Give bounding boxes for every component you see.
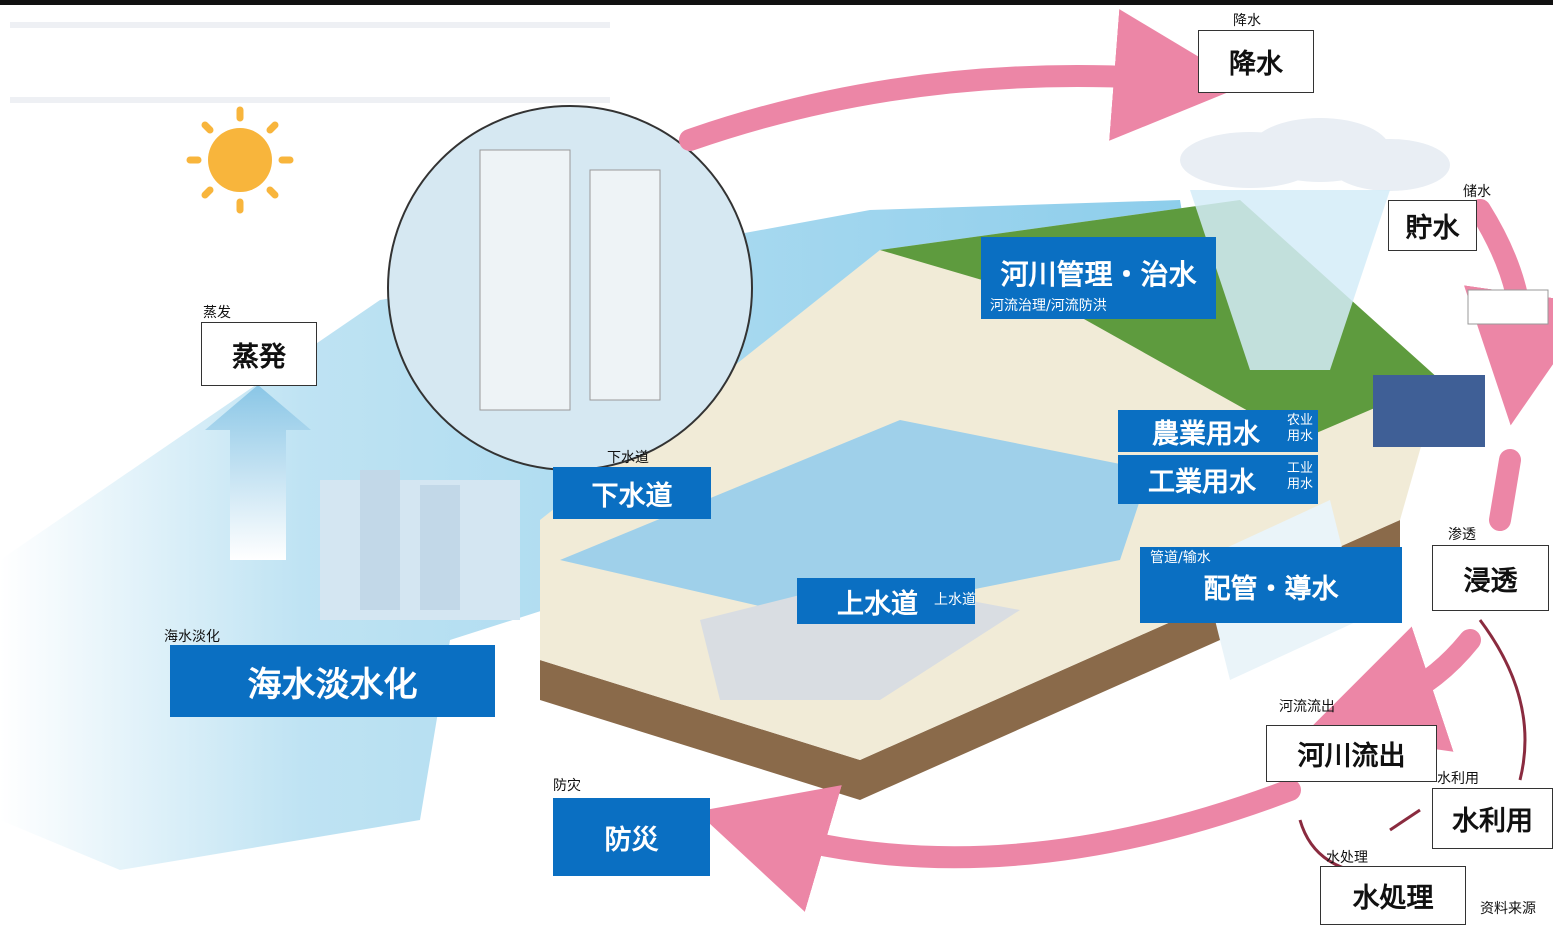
storage-caption: 储水 <box>1463 184 1491 200</box>
river-management-caption: 河流治理/河流防洪 <box>990 298 1107 314</box>
evaporation-arrow <box>205 385 311 560</box>
precipitation-caption: 降水 <box>1233 13 1261 29</box>
disaster-prevention-caption: 防灾 <box>553 778 581 794</box>
agricultural-water-caption-line2: 用水 <box>1286 429 1313 444</box>
industrial-water-caption: 工业 用水 <box>1282 461 1318 493</box>
precipitation-label: 降水 <box>1198 30 1314 93</box>
piping-label: 配管・導水 <box>1140 547 1402 623</box>
evaporation-label: 蒸発 <box>201 322 317 386</box>
desalination-label: 海水淡水化 <box>170 645 495 717</box>
water-use-caption: 水利用 <box>1437 771 1479 787</box>
agricultural-water-caption-line1: 农业 <box>1286 413 1313 428</box>
water-treatment-caption: 水处理 <box>1326 850 1368 866</box>
water-use-label: 水利用 <box>1432 788 1553 849</box>
source-note: 资料来源 <box>1480 901 1536 917</box>
cloud-icon <box>1180 118 1450 191</box>
disaster-prevention-label: 防災 <box>553 798 710 876</box>
piping-caption: 管道/输水 <box>1150 550 1211 566</box>
river-runoff-caption: 河流流出 <box>1279 699 1335 715</box>
top-border <box>0 0 1553 5</box>
evaporation-caption: 蒸发 <box>203 305 231 321</box>
desalination-caption: 海水淡化 <box>164 629 220 645</box>
storage-sign <box>1467 289 1549 325</box>
cycle-arrows <box>679 9 1553 912</box>
sewerage-caption: 下水道 <box>607 450 649 466</box>
infiltration-label: 浸透 <box>1432 545 1549 611</box>
agricultural-water-label: 農業用水 <box>1118 410 1318 452</box>
water-supply-caption: 上水道 <box>934 592 976 608</box>
sewerage-label: 下水道 <box>553 467 711 519</box>
storage-label: 貯水 <box>1388 200 1477 251</box>
industrial-water-label: 工業用水 <box>1118 455 1318 504</box>
right-panel <box>1373 375 1485 447</box>
river-runoff-label: 河川流出 <box>1266 725 1437 782</box>
water-treatment-label: 水処理 <box>1320 866 1466 925</box>
sun-icon <box>186 106 294 214</box>
water-supply-label: 上水道 <box>797 578 975 624</box>
agricultural-water-caption: 农业 用水 <box>1282 413 1318 445</box>
river-management-label: 河川管理・治水 <box>981 237 1216 319</box>
magnified-detail-circle <box>387 105 753 471</box>
rain-area <box>1190 190 1390 370</box>
faint-header-text <box>10 22 610 103</box>
infiltration-caption: 渗透 <box>1448 527 1476 543</box>
industrial-water-caption-line1: 工业 <box>1286 461 1313 476</box>
industrial-water-caption-line2: 用水 <box>1286 477 1313 492</box>
